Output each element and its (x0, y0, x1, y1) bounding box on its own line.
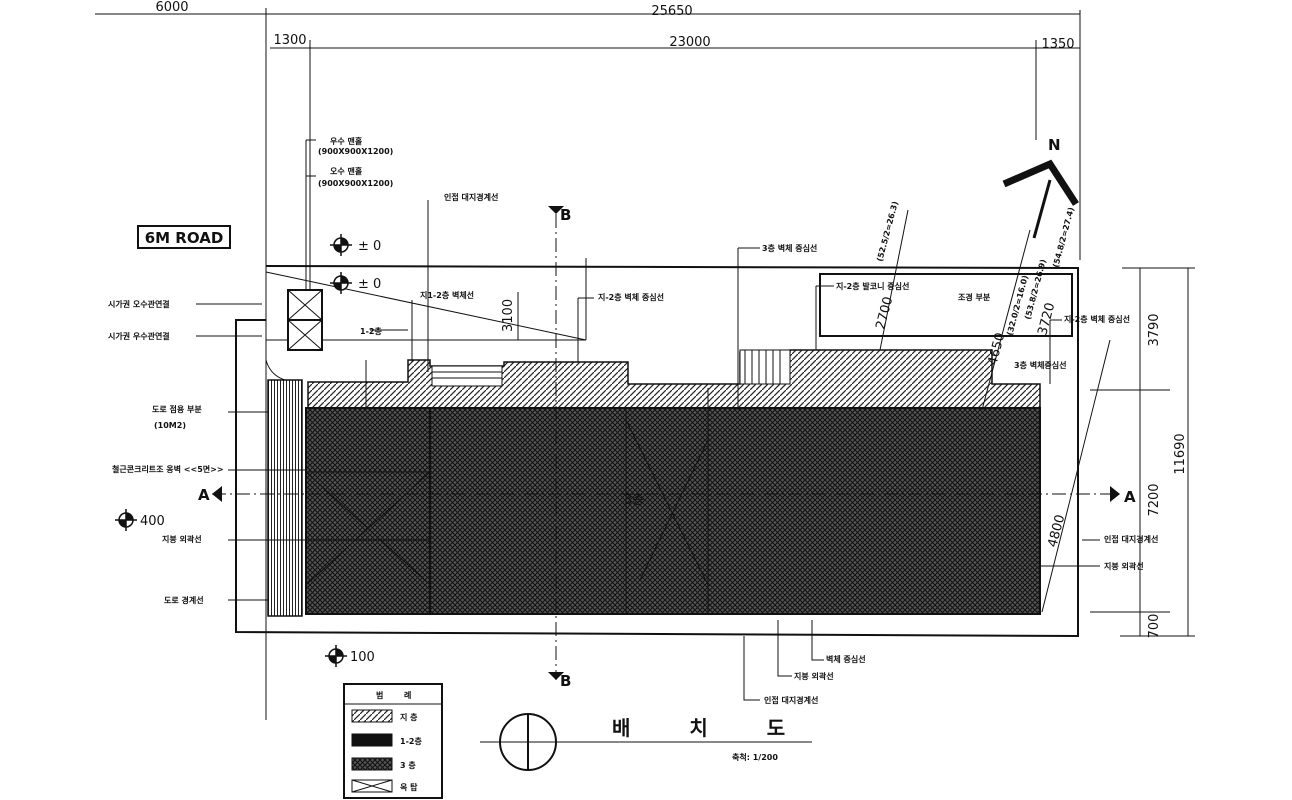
note-rain-1-size: (900X900X1200) (318, 147, 393, 156)
legend-swatch-dense (351, 757, 393, 771)
section-a-left: A (198, 486, 210, 504)
note-inner-1: 1-2층 (360, 326, 382, 336)
note-rain-2: 오수 맨홀 (330, 166, 363, 176)
legend-label-3: 3 층 (400, 760, 416, 770)
dim-right-total: 11690 (1173, 433, 1188, 474)
note-inner-2: 3층 (624, 493, 644, 508)
section-lines: A A B B (198, 206, 1136, 690)
legend-label-4: 옥 탑 (400, 782, 418, 792)
dim-inner-2700: 2700 (873, 295, 896, 331)
level-100: 100 (350, 650, 375, 665)
top-dimensions: 6000 25650 1300 23000 1350 (95, 0, 1081, 720)
level-400: 400 (140, 514, 165, 529)
dim-right-middle: 7200 (1147, 483, 1162, 516)
dim-right-bottom: 700 (1147, 614, 1162, 639)
legend-swatch-black (351, 733, 393, 747)
dim-inner-3100: 3100 (501, 299, 516, 332)
dim-sub-left: 1300 (273, 33, 306, 48)
note-top-2: 지1-2층 벽체선 (420, 290, 474, 300)
note-top-1: 인접 대지경계선 (444, 192, 498, 202)
note-left-4: 철근콘크리트조 옹벽 <<5면>> (112, 464, 224, 474)
note-rain-1: 우수 맨홀 (330, 136, 363, 146)
title-block: 배 치 도 축척: 1/200 (480, 713, 812, 771)
manhole-boxes (287, 289, 323, 351)
landscape-area (819, 273, 1073, 337)
drawing-scale: 축척: 1/200 (732, 752, 778, 762)
drawing-title: 배 치 도 (612, 716, 787, 740)
note-top-4: 3층 벽체 중심선 (762, 243, 817, 253)
level-pm0-b: ± 0 (358, 277, 381, 292)
note-bottom-1: 벽체 중심선 (826, 654, 866, 664)
note-rain-2-size: (900X900X1200) (318, 179, 393, 188)
dim-top-left: 6000 (155, 0, 188, 15)
note-top-3: 지-2층 벽체 중심선 (598, 292, 664, 302)
note-right-2: 지붕 외곽선 (1104, 561, 1144, 571)
legend-swatch-hatch (351, 709, 393, 723)
dim-inner-3720: 3720 (1035, 301, 1058, 337)
legend-label-2: 1-2층 (400, 736, 422, 746)
note-diag-1: (52.5/2=26.3) (875, 200, 900, 262)
north-arrow-icon (1002, 159, 1079, 239)
dim-inner-4800: 4800 (1045, 513, 1068, 549)
note-top-8: 3층 벽체중심선 (1014, 360, 1067, 370)
level-pm0-a: ± 0 (358, 239, 381, 254)
note-left-2: 시가권 우수관연결 (108, 331, 170, 341)
note-top-5: 지-2층 발코니 중심선 (836, 281, 909, 291)
section-a-right: A (1124, 488, 1136, 506)
note-right-1: 인접 대지경계선 (1104, 534, 1158, 544)
note-bottom-3: 인접 대지경계선 (764, 695, 818, 705)
note-top-7: 지-2층 벽체 중심선 (1064, 314, 1130, 324)
dim-top-total: 25650 (651, 4, 692, 19)
legend: 범 례 지 층 1-2층 3 층 옥 탑 (343, 683, 443, 799)
dim-sub-right: 1350 (1041, 37, 1074, 52)
road-label-box (137, 225, 231, 249)
note-left-6: 도로 경계선 (164, 595, 204, 605)
legend-label-1: 지 층 (400, 712, 418, 722)
note-left-3: 도로 점용 부분 (152, 404, 202, 414)
legend-header-b: 례 (404, 690, 411, 700)
note-bottom-2: 지붕 외곽선 (794, 671, 834, 681)
note-left-3b: (10M2) (154, 421, 186, 430)
note-left-5: 지붕 외곽선 (162, 534, 202, 544)
building-footprint (267, 349, 1041, 617)
section-b-top: B (560, 206, 571, 224)
level-marker-icons (115, 234, 352, 667)
note-left-1: 시가권 오수관연결 (108, 299, 170, 309)
right-dimensions: 11690 3790 7200 700 (1090, 267, 1195, 639)
road-label: 6M ROAD (145, 229, 224, 247)
north-label: N (1048, 136, 1061, 154)
section-b-bottom: B (560, 672, 571, 690)
note-top-6: 조경 부분 (958, 292, 991, 302)
legend-header-a: 범 (376, 690, 383, 700)
dim-right-top: 3790 (1147, 313, 1162, 346)
dim-sub-middle: 23000 (669, 35, 710, 50)
note-diag-3: (54.8/2=27.4) (1051, 206, 1076, 268)
